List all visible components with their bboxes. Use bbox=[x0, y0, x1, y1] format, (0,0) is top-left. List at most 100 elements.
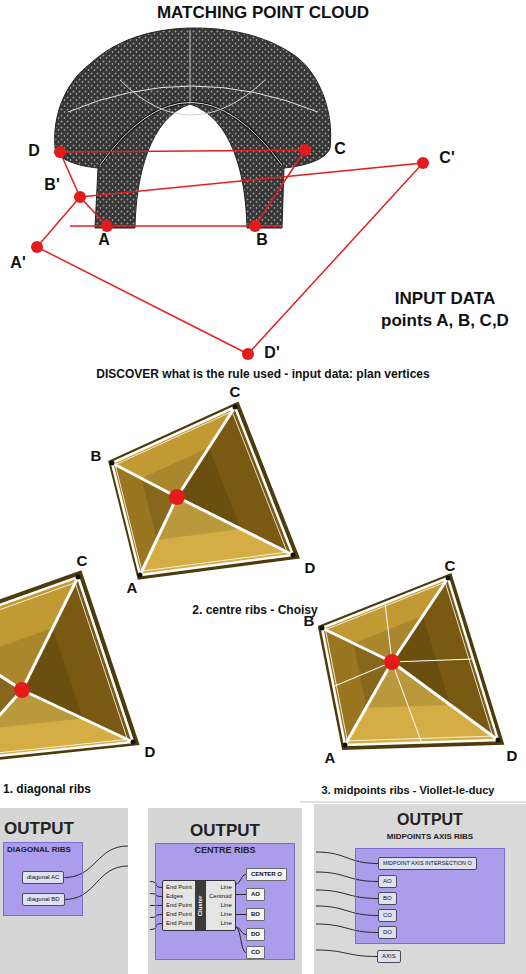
vertex-dot bbox=[291, 553, 296, 558]
rib bbox=[22, 690, 133, 742]
group-fill bbox=[3, 842, 83, 916]
label-wrap: 2. centre ribs - Choisy bbox=[192, 604, 317, 616]
instruction-label: DISCOVER what is the rule used - input d… bbox=[96, 368, 429, 380]
group-box: OUTPUTDIAGONAL RIBSdiagonal ACdiagonal B… bbox=[3, 842, 83, 916]
label-wrap: INPUT DATA bbox=[395, 290, 495, 307]
output-name: Line bbox=[209, 901, 232, 910]
component-label: AXIS bbox=[382, 952, 396, 961]
point-dot bbox=[299, 144, 311, 156]
component-box: DO bbox=[378, 926, 397, 939]
component-label: CO bbox=[251, 948, 260, 957]
centre-dot bbox=[14, 682, 30, 698]
wire-connector bbox=[236, 927, 246, 953]
group-box: OUTPUTCENTRE RIBSEnd PointEdgesEnd Point… bbox=[155, 843, 295, 960]
vertex-label: C bbox=[77, 553, 88, 568]
axis-line bbox=[392, 659, 473, 662]
component-label: BO bbox=[251, 910, 260, 919]
wire bbox=[150, 915, 162, 918]
component-label: diagonal BD bbox=[27, 895, 60, 904]
vertex-label: D bbox=[305, 560, 316, 575]
group-fill bbox=[155, 843, 295, 960]
component-box: AO bbox=[378, 875, 397, 888]
output-panel: AO bbox=[246, 888, 265, 901]
cluster-component: End PointEdgesEnd PointEnd PointEnd Poin… bbox=[162, 880, 236, 931]
point-label: D bbox=[28, 143, 40, 159]
vertex-label: C bbox=[230, 384, 241, 399]
component-label: AO bbox=[383, 877, 392, 886]
output-panel: BO bbox=[246, 908, 265, 921]
axis-line bbox=[385, 603, 392, 662]
point-dot bbox=[31, 241, 43, 253]
plan-lines bbox=[37, 150, 423, 354]
rib bbox=[177, 407, 235, 497]
vault-model bbox=[0, 570, 140, 764]
vault-model bbox=[108, 402, 300, 580]
vertex-dot bbox=[110, 461, 115, 466]
vault-web bbox=[108, 402, 300, 580]
label-wrap: D bbox=[305, 560, 316, 575]
label-wrap: DISCOVER what is the rule used - input d… bbox=[96, 368, 429, 380]
label-wrap: D bbox=[28, 143, 40, 159]
rib bbox=[22, 577, 78, 690]
title-wrap: MATCHING POINT CLOUD bbox=[157, 3, 369, 23]
wire-connector bbox=[236, 894, 246, 895]
label-wrap: A bbox=[325, 750, 336, 765]
input-name: End Point bbox=[166, 883, 192, 892]
component-name: Cluster bbox=[197, 895, 205, 916]
label-wrap: B bbox=[304, 613, 315, 628]
output-panel: CENTER O bbox=[246, 868, 287, 881]
vertex-label: A bbox=[325, 750, 336, 765]
plan-points bbox=[31, 144, 429, 360]
point-dot bbox=[101, 220, 113, 232]
label-wrap: D' bbox=[264, 345, 279, 361]
title: MATCHING POINT CLOUD bbox=[157, 3, 369, 23]
vault-edge bbox=[112, 407, 293, 575]
rib bbox=[322, 628, 392, 662]
axis-line bbox=[334, 662, 393, 687]
input-name: End Point bbox=[166, 919, 192, 928]
wire bbox=[150, 924, 162, 930]
input-column: End PointEdgesEnd PointEnd PointEnd Poin… bbox=[163, 881, 195, 930]
label-wrap: C bbox=[334, 141, 346, 157]
wire bbox=[150, 882, 162, 888]
plan-line bbox=[60, 150, 305, 152]
point-label: A' bbox=[10, 255, 25, 271]
point-dot bbox=[74, 191, 86, 203]
heading-label: points A, B, C,D bbox=[381, 312, 509, 329]
component-box: CO bbox=[378, 909, 397, 922]
label-wrap: C' bbox=[439, 150, 454, 166]
label-wrap: C bbox=[77, 553, 88, 568]
output-column: LineCentroidLineLineLine bbox=[206, 881, 235, 930]
label-wrap: A bbox=[127, 580, 138, 595]
vertex-dot bbox=[233, 405, 238, 410]
rib bbox=[177, 497, 293, 555]
group-heading: OUTPUT bbox=[356, 811, 504, 829]
wire bbox=[316, 906, 378, 916]
wire bbox=[316, 924, 378, 933]
point-dot bbox=[249, 220, 261, 232]
input-name: End Point bbox=[166, 901, 192, 910]
label-wrap: B' bbox=[44, 177, 59, 193]
vault-web bbox=[0, 570, 140, 764]
cloud-rib bbox=[120, 80, 265, 115]
rib bbox=[392, 578, 448, 662]
component-label: MIDPOINT AXIS INTERSECTION O bbox=[383, 859, 472, 868]
group-title: MIDPOINTS AXIS RIBS bbox=[356, 832, 504, 842]
caption-label: 3. midpoints ribs - Viollet-le-ducy bbox=[322, 785, 495, 796]
rib bbox=[0, 690, 22, 760]
group-fill bbox=[355, 848, 505, 944]
point-label: C bbox=[334, 141, 346, 157]
wire bbox=[64, 846, 128, 878]
vertex-dot bbox=[496, 738, 501, 743]
label-wrap: D bbox=[145, 744, 156, 759]
group-box: OUTPUTMIDPOINTS AXIS RIBSMIDPOINT AXIS I… bbox=[355, 848, 505, 944]
label-wrap: B bbox=[256, 232, 268, 248]
point-label: B' bbox=[44, 177, 59, 193]
label-wrap: A bbox=[98, 232, 110, 248]
vertex-dot bbox=[76, 575, 81, 580]
label-wrap: D bbox=[507, 748, 518, 763]
wire-connector bbox=[236, 914, 246, 915]
cloud-rib bbox=[100, 103, 282, 166]
label-wrap: 1. diagonal ribs bbox=[3, 783, 91, 795]
